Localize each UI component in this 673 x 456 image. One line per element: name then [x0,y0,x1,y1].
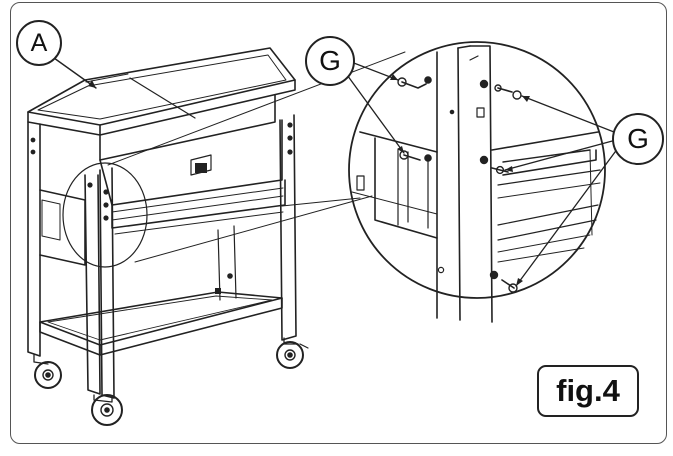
magnify-leader-bottom [134,195,373,263]
magnified-detail-circle [348,41,606,299]
callout-a: A [16,20,62,66]
magnified-right-drawer [491,131,601,263]
detail-region-highlight [62,162,148,268]
callout-a-leader [53,57,97,89]
magnify-leader-mid [281,197,361,207]
callout-g-right: G [612,113,664,165]
trolley-bottom-shelf [39,273,283,356]
caster-wheels [33,337,309,426]
callout-g-leaders [341,59,619,287]
magnified-bolts [397,76,522,293]
magnified-left-panel [351,131,438,239]
callout-g-left: G [305,36,355,86]
figure-label: fig.4 [537,365,639,417]
magnified-post [436,45,493,323]
trolley-top-lid [27,47,296,136]
magnify-leader-top [107,51,406,166]
trolley-legs [27,114,297,399]
